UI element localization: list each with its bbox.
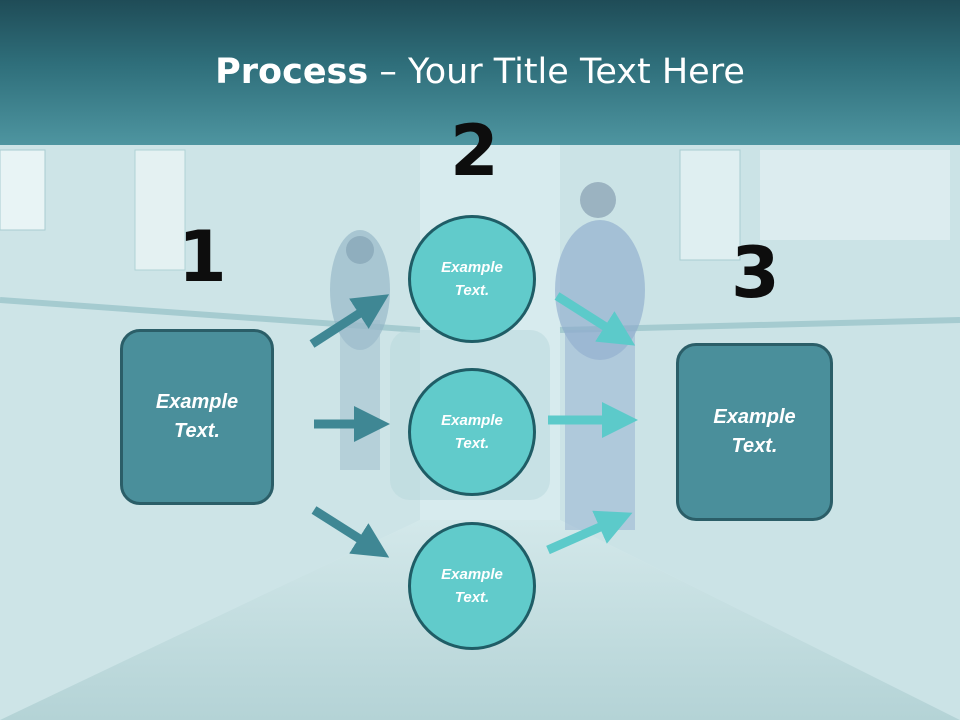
- arrow-right-top: [554, 292, 636, 346]
- step-2-circle-middle: Example Text.: [408, 368, 536, 496]
- step-3-box: Example Text.: [676, 343, 833, 521]
- step-2-circle-bottom: Example Text.: [408, 522, 536, 650]
- circle-top-text: Example Text.: [441, 259, 503, 299]
- arrow-left-bottom: [311, 506, 390, 558]
- title-rest: – Your Title Text Here: [368, 52, 745, 92]
- arrow-left-top: [309, 294, 390, 348]
- step-number-3: 3: [731, 232, 780, 314]
- step-2-circle-top: Example Text.: [408, 215, 536, 343]
- step-number-1: 1: [178, 216, 227, 298]
- header-bar: [0, 0, 960, 145]
- step-number-2: 2: [450, 110, 499, 192]
- circle-middle-text: Example Text.: [441, 412, 503, 452]
- title-bold: Process: [215, 52, 369, 92]
- arrow-right-bottom: [546, 510, 633, 555]
- circle-bottom-text: Example Text.: [441, 566, 503, 606]
- step-1-box: Example Text.: [120, 329, 274, 505]
- step-1-text: Example Text.: [155, 391, 239, 442]
- step-3-text: Example Text.: [713, 406, 796, 457]
- page-title: Process – Your Title Text Here: [0, 52, 960, 92]
